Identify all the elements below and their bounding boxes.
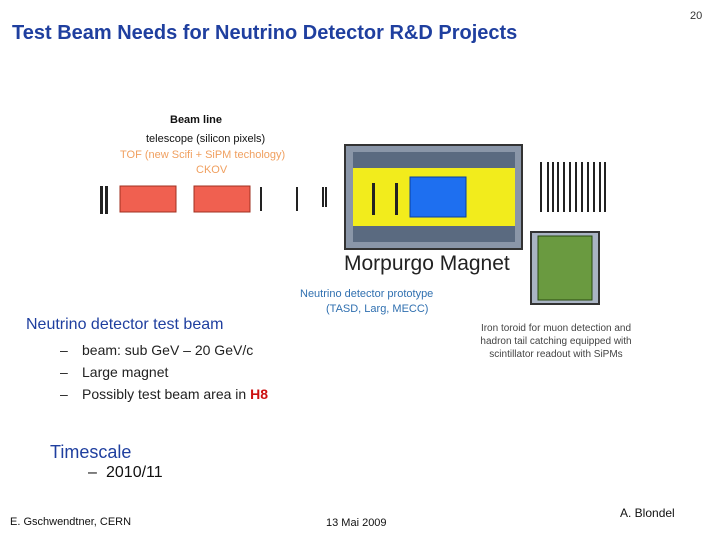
slide-title: Test Beam Needs for Neutrino Detector R&… (12, 22, 518, 44)
prototype-label-line1: Neutrino detector prototype (300, 288, 434, 300)
iron-toroid (530, 162, 606, 305)
beamline-telescope-label: telescope (silicon pixels) (146, 133, 266, 145)
h8-highlight: H8 (250, 386, 268, 402)
timescale-value-text: 2010/11 (106, 464, 163, 481)
timescale-label: Timescale (50, 442, 132, 462)
footer-author: E. Gschwendtner, CERN (10, 516, 132, 528)
beamline-title: Beam line (170, 114, 222, 126)
timescale-value: –2010/11 (88, 464, 163, 481)
footer-date: 13 Mai 2009 (326, 517, 387, 529)
beamline-ckov-label: CKOV (196, 164, 228, 176)
magnet-label: Morpurgo Magnet (344, 252, 510, 275)
bullet-sub-1-text: beam: sub GeV – 20 GeV/c (82, 342, 254, 358)
beamline-elements (100, 185, 327, 214)
beamline-tof-label: TOF (new Scifi + SiPM techology) (120, 149, 286, 161)
slide-number: 20 (690, 10, 703, 22)
morpurgo-magnet (344, 144, 523, 250)
toroid-label: Iron toroid for muon detection and hadro… (480, 323, 632, 360)
footer-right: A. Blondel (620, 506, 675, 520)
bullet-sub-2-text: Large magnet (82, 364, 169, 380)
bullet-main: Neutrino detector test beam (26, 316, 224, 333)
bullet-sub-3: –Possibly test beam area in H8 (60, 386, 268, 402)
bullet-sub-2: –Large magnet (60, 364, 169, 380)
prototype-label-line2: (TASD, Larg, MECC) (326, 303, 429, 315)
bullet-sub-1: –beam: sub GeV – 20 GeV/c (60, 342, 254, 358)
bullet-sub-3-text: Possibly test beam area in (82, 386, 251, 402)
